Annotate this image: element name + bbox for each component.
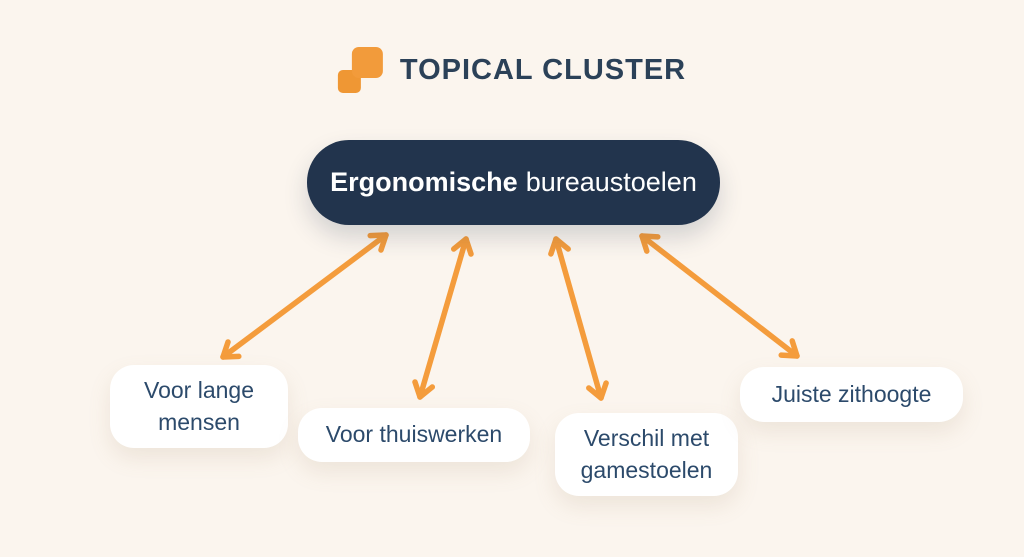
main-topic-bold-text: Ergonomische [330, 167, 518, 197]
double-arrow [639, 233, 800, 359]
main-topic-node: Ergonomische bureaustoelen [307, 140, 720, 225]
subtopic-label: Voor thuiswerken [325, 421, 503, 448]
page-title: TOPICAL CLUSTER [399, 53, 687, 86]
subtopic-label: Verschil met gamestoelen [580, 425, 713, 483]
double-arrow [412, 236, 474, 400]
double-arrow [548, 236, 609, 401]
subtopic-node-juiste-zithoogte: Juiste zithoogte [740, 367, 963, 422]
double-arrow [220, 232, 389, 360]
logo-big-square [351, 47, 383, 78]
main-topic-regular-text: bureaustoelen [525, 167, 697, 197]
subtopic-node-verschil-met-gamestoelen: Verschil met gamestoelen [555, 413, 738, 496]
subtopic-node-voor-thuiswerken: Voor thuiswerken [298, 408, 530, 462]
subtopic-label: Voor lange mensen [144, 377, 254, 435]
topical-cluster-logo-icon [337, 45, 383, 95]
subtopic-node-voor-lange-mensen: Voor lange mensen [110, 365, 288, 448]
header: TOPICAL CLUSTER [337, 45, 687, 95]
subtopic-label: Juiste zithoogte [771, 380, 932, 407]
